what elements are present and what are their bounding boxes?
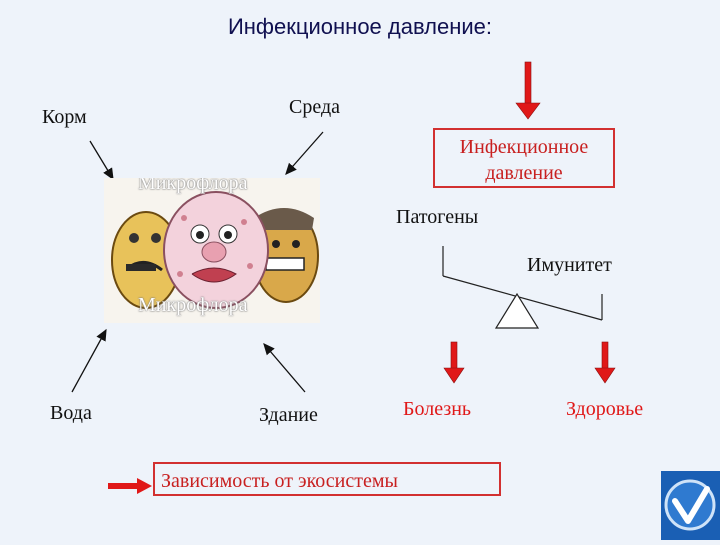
building-arrow	[263, 343, 306, 393]
microflora-label-bottom: Микрофлора	[138, 294, 248, 316]
logo-icon	[661, 471, 720, 540]
microflora-label-top: Микрофлора	[138, 178, 248, 194]
disease-label: Болезнь	[403, 398, 472, 420]
ecosystem-dependency-box: Зависимость от экосистемы	[153, 462, 501, 496]
water-label: Вода	[50, 402, 92, 424]
health-red-arrow	[594, 341, 616, 384]
environment-arrow	[285, 131, 324, 175]
immunity-label: Имунитет	[527, 254, 612, 276]
pathogens-label: Патогены	[396, 206, 479, 228]
microbes-illustration	[111, 191, 319, 309]
environment-label: Среда	[289, 96, 341, 118]
microflora-image: Микрофлора Микрофлора	[104, 178, 320, 323]
infectious-pressure-box: Инфекционное давление	[433, 128, 615, 188]
water-arrow	[71, 328, 107, 393]
top-red-arrow	[515, 61, 541, 120]
legend-red-arrow	[108, 478, 152, 494]
disease-red-arrow	[443, 341, 465, 384]
feed-label: Корм	[42, 106, 87, 128]
page-title: Инфекционное давление:	[227, 14, 493, 39]
health-label: Здоровье	[566, 398, 644, 420]
balance-scale	[442, 246, 603, 329]
building-label: Здание	[259, 404, 318, 426]
feed-arrow	[89, 140, 114, 181]
